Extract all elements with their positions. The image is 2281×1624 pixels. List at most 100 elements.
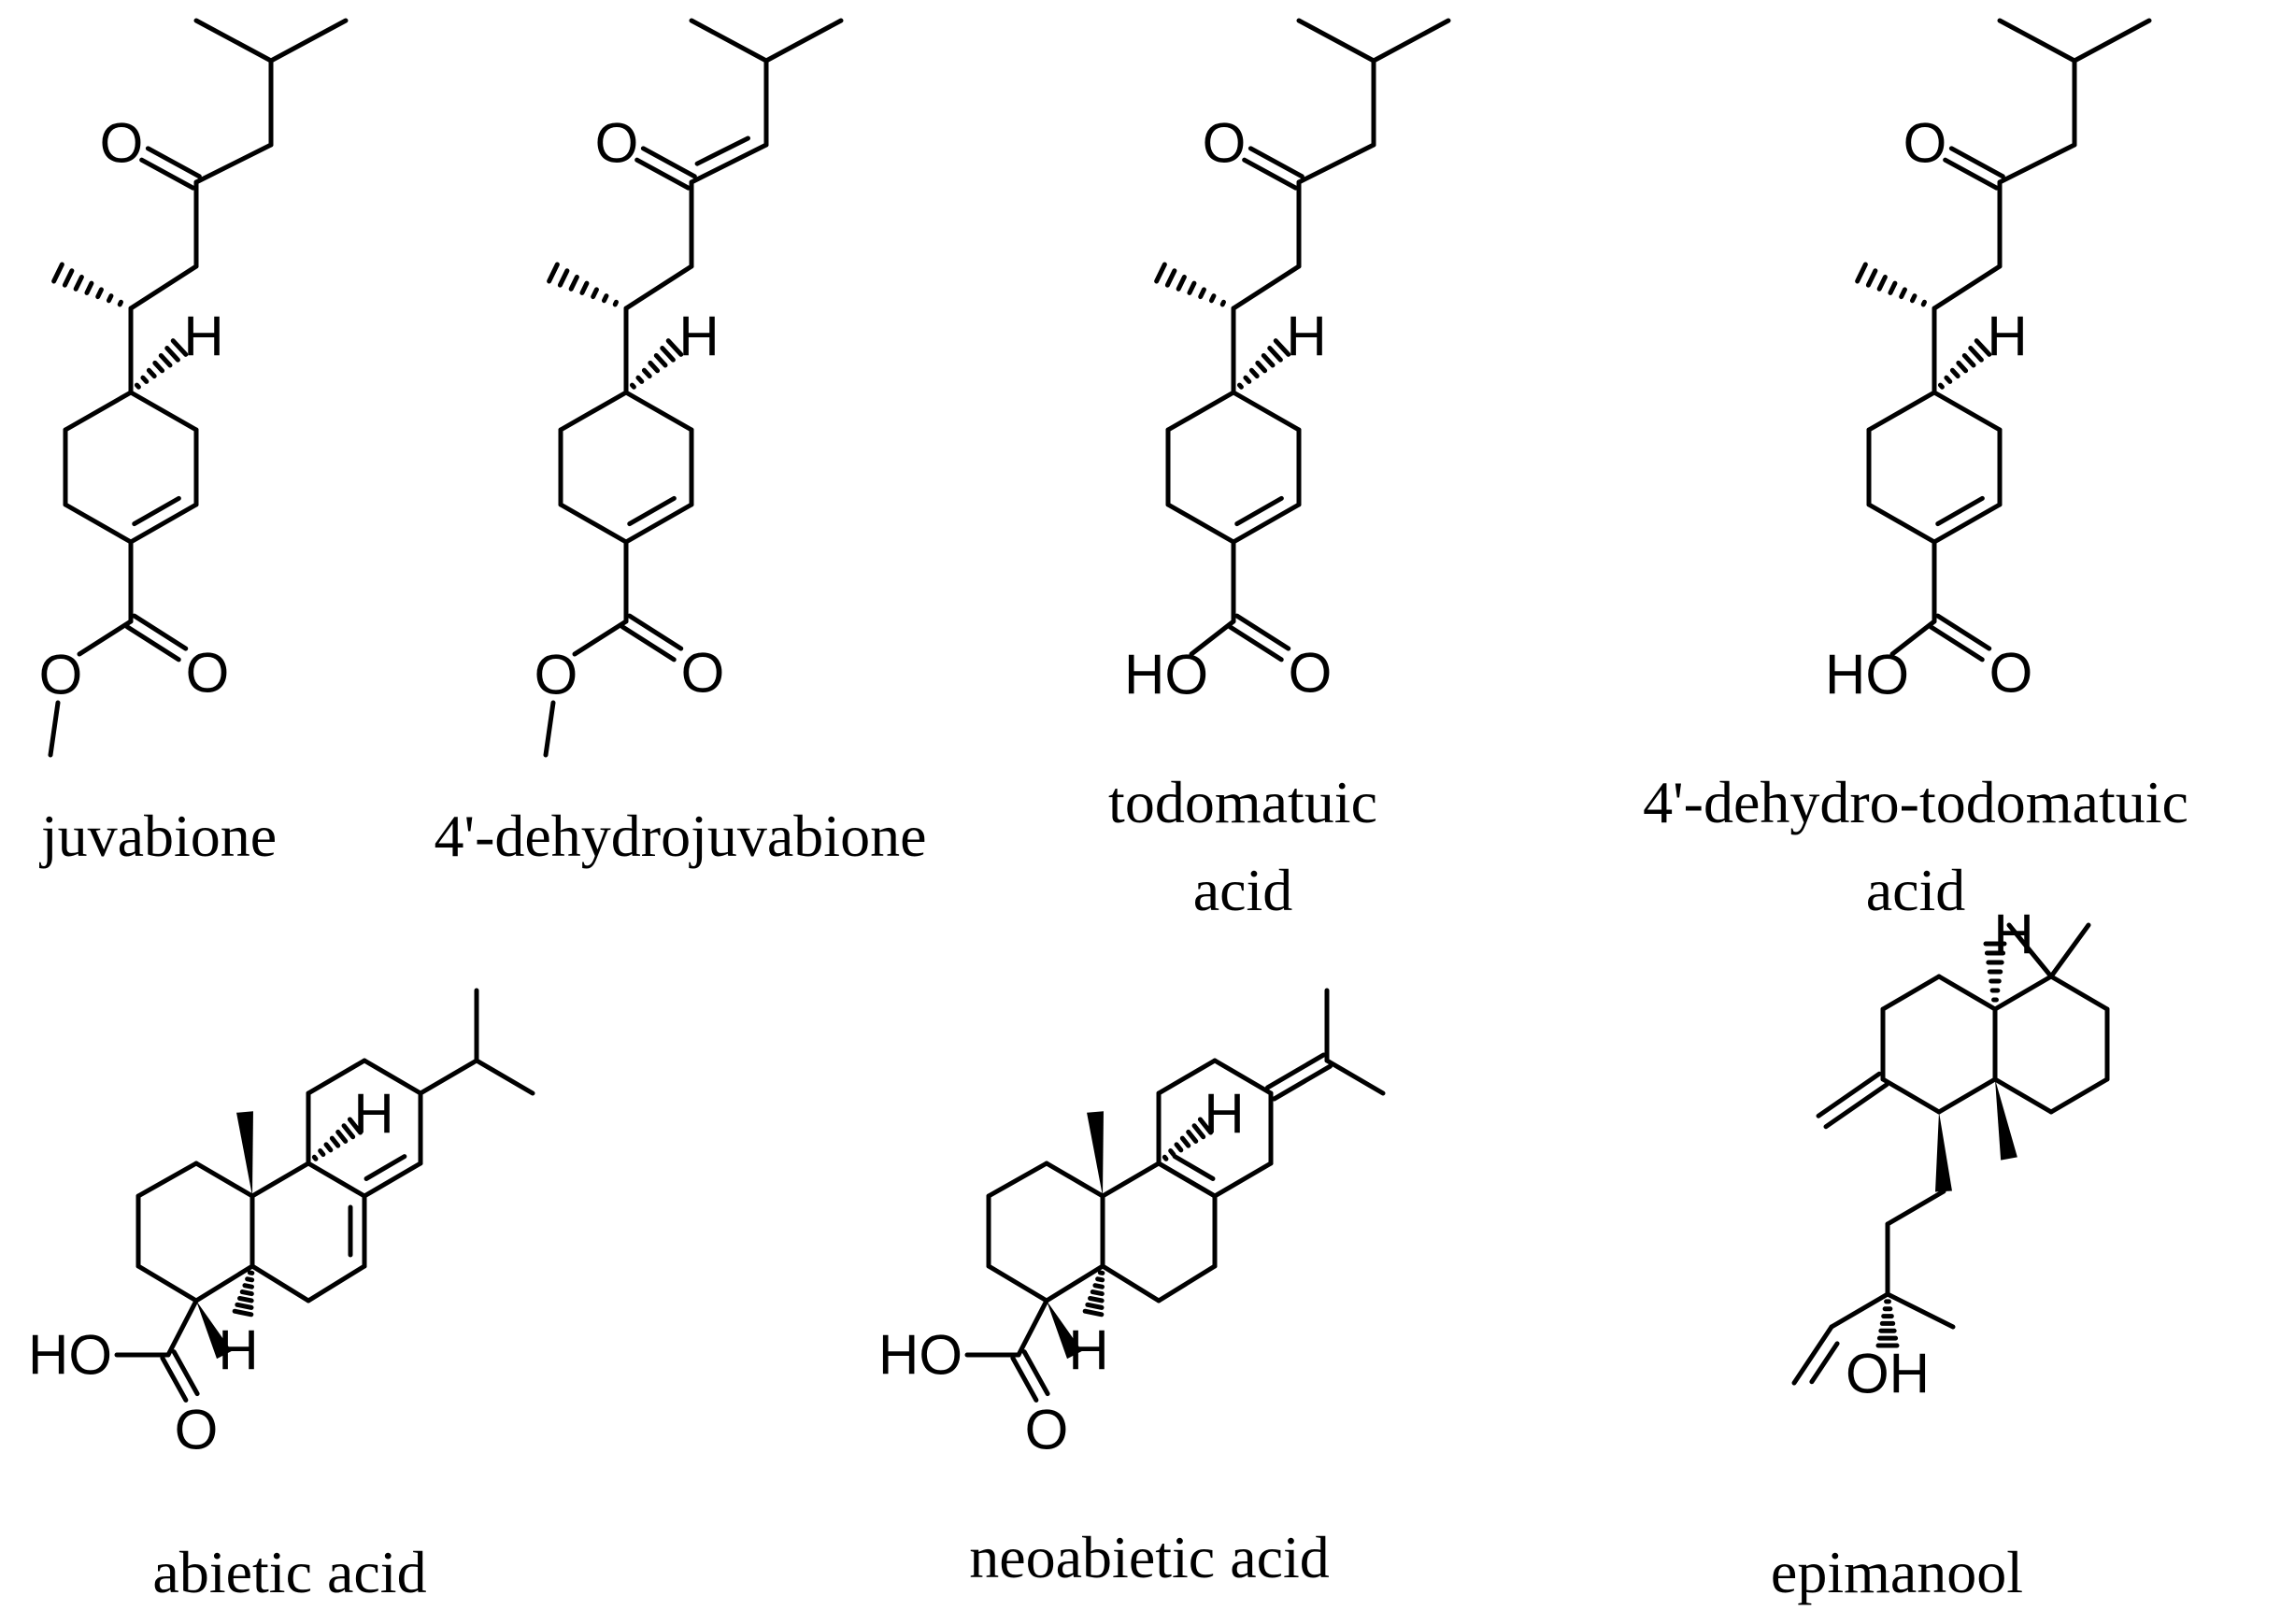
bond: [1231, 502, 1302, 545]
bond: [629, 382, 636, 390]
bond: [364, 1154, 407, 1181]
bond: [1855, 262, 1868, 284]
bond: [124, 624, 181, 662]
bond: [986, 1263, 1049, 1303]
bond: [62, 268, 75, 288]
bond: [1176, 274, 1187, 292]
bond: [1242, 157, 1299, 191]
wedge-bond: [236, 1111, 253, 1196]
bond: [1267, 346, 1283, 363]
wedge-bond: [1935, 1112, 1952, 1192]
atom-label: O: [535, 644, 578, 706]
bond: [1932, 502, 2003, 545]
bond: [1880, 974, 1942, 1012]
bond: [653, 352, 668, 368]
atom-label: H: [183, 306, 223, 368]
bond: [1172, 1154, 1216, 1181]
bond: [635, 375, 645, 384]
bond: [689, 142, 769, 185]
bond: [106, 293, 114, 304]
atom-label: HO: [1124, 644, 1208, 706]
bond: [193, 1263, 255, 1303]
atom-label: OH: [1846, 1343, 1930, 1405]
bond: [623, 502, 694, 545]
bond: [132, 613, 189, 651]
caption-todomatuic: todomatuic acid: [1108, 769, 1377, 923]
bond: [1231, 390, 1302, 433]
bond: [2006, 922, 2054, 979]
caption-dehydrotodomatuic: 4'-dehydro-todomatuic acid: [1643, 769, 2188, 923]
bond: [1100, 1161, 1162, 1199]
bond: [95, 287, 104, 300]
bond: [134, 382, 141, 390]
bond: [1816, 1071, 1882, 1118]
bond: [158, 352, 173, 368]
bond: [1165, 390, 1236, 433]
bond: [171, 1349, 200, 1397]
bond: [1956, 360, 1969, 374]
bond: [1943, 157, 2000, 191]
bond: [242, 1283, 254, 1289]
bond: [1088, 1295, 1105, 1303]
bond: [1885, 1189, 1946, 1227]
bond: [1234, 495, 1284, 527]
atom-label: H: [1987, 306, 2027, 368]
bond: [235, 1302, 254, 1310]
bond: [660, 346, 676, 363]
atom-label: H: [1993, 904, 2033, 966]
bond: [763, 18, 844, 64]
bond: [1935, 613, 1992, 651]
bond: [1165, 502, 1236, 545]
bond: [1997, 142, 2077, 185]
bond: [1090, 1289, 1105, 1297]
bond: [128, 502, 199, 545]
wedge-bond: [1087, 1111, 1104, 1196]
bond: [1888, 280, 1898, 295]
bond: [1156, 1058, 1218, 1096]
bond: [63, 502, 134, 545]
caption-epimanool: epimanool: [1770, 1539, 2024, 1605]
bond: [311, 1154, 319, 1161]
wedge-bond: [1047, 1301, 1082, 1360]
bond: [247, 1270, 255, 1275]
bond: [1889, 619, 1937, 657]
bond: [1231, 264, 1302, 311]
bond: [165, 1298, 199, 1358]
bond: [318, 1148, 326, 1158]
bond: [139, 157, 196, 191]
bond: [474, 1058, 535, 1096]
bond: [170, 338, 189, 357]
bond: [543, 700, 556, 758]
bond: [568, 274, 579, 292]
bond: [1899, 287, 1907, 300]
bond: [249, 1161, 311, 1199]
atom-label: O: [1025, 1399, 1069, 1461]
bond: [1296, 18, 1376, 64]
atom-label: H: [1204, 1083, 1244, 1146]
bond: [1876, 274, 1888, 292]
bond: [1968, 346, 1984, 363]
bond: [306, 1058, 367, 1096]
bond: [1961, 352, 1976, 368]
caption-neoabietic: neoabietic acid: [969, 1524, 1330, 1590]
bond: [1944, 375, 1953, 384]
bond: [193, 18, 274, 64]
bond: [2048, 922, 2091, 979]
bond: [1162, 1154, 1169, 1161]
bond: [623, 390, 694, 433]
bond: [1885, 1291, 1956, 1330]
bond: [1186, 1129, 1199, 1144]
atom-label: O: [1903, 112, 1947, 175]
atom-label: O: [595, 112, 639, 175]
wedge-bond: [1995, 1079, 2017, 1161]
bond: [627, 495, 677, 527]
bond: [1371, 18, 1451, 64]
caption-juvabione: juvabione: [40, 803, 278, 869]
bond: [591, 287, 599, 300]
atom-label: O: [100, 112, 144, 175]
bond: [1100, 1263, 1162, 1303]
bond: [84, 280, 94, 295]
